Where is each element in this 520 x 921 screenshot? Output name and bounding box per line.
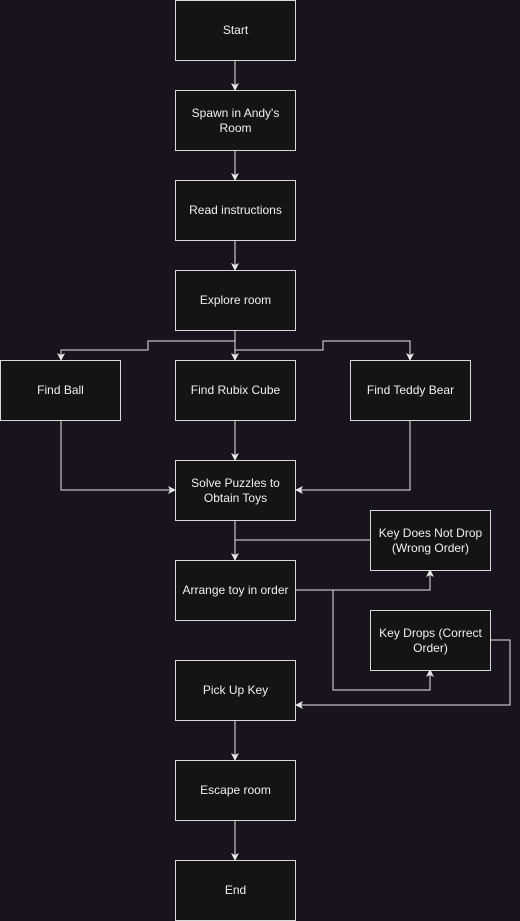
node-end: End bbox=[175, 860, 296, 921]
node-read-instructions: Read instructions bbox=[175, 180, 296, 241]
node-key-drops: Key Drops (Correct Order) bbox=[370, 610, 491, 671]
node-spawn-in-andys-room: Spawn in Andy's Room bbox=[175, 90, 296, 151]
edge-explore-ball bbox=[57, 340, 235, 361]
edge-arrange-nodrop bbox=[296, 569, 434, 591]
edge-teddy-solve bbox=[295, 420, 411, 494]
node-pick-up-key: Pick Up Key bbox=[175, 660, 296, 721]
node-find-rubix-cube: Find Rubix Cube bbox=[175, 360, 296, 421]
node-key-does-not-drop: Key Does Not Drop (Wrong Order) bbox=[370, 510, 491, 571]
node-explore-room: Explore room bbox=[175, 270, 296, 331]
node-solve-puzzles: Solve Puzzles to Obtain Toys bbox=[175, 460, 296, 521]
edge-ball-solve bbox=[60, 420, 176, 494]
node-find-teddy-bear: Find Teddy Bear bbox=[350, 360, 471, 421]
edge-drops-pickup bbox=[295, 639, 511, 709]
edge-arrange-drops bbox=[332, 590, 434, 691]
edge-explore-teddy bbox=[235, 340, 414, 361]
node-find-ball: Find Ball bbox=[0, 360, 121, 421]
node-arrange-toy-in-order: Arrange toy in order bbox=[175, 560, 296, 621]
node-escape-room: Escape room bbox=[175, 760, 296, 821]
node-start: Start bbox=[175, 0, 296, 61]
